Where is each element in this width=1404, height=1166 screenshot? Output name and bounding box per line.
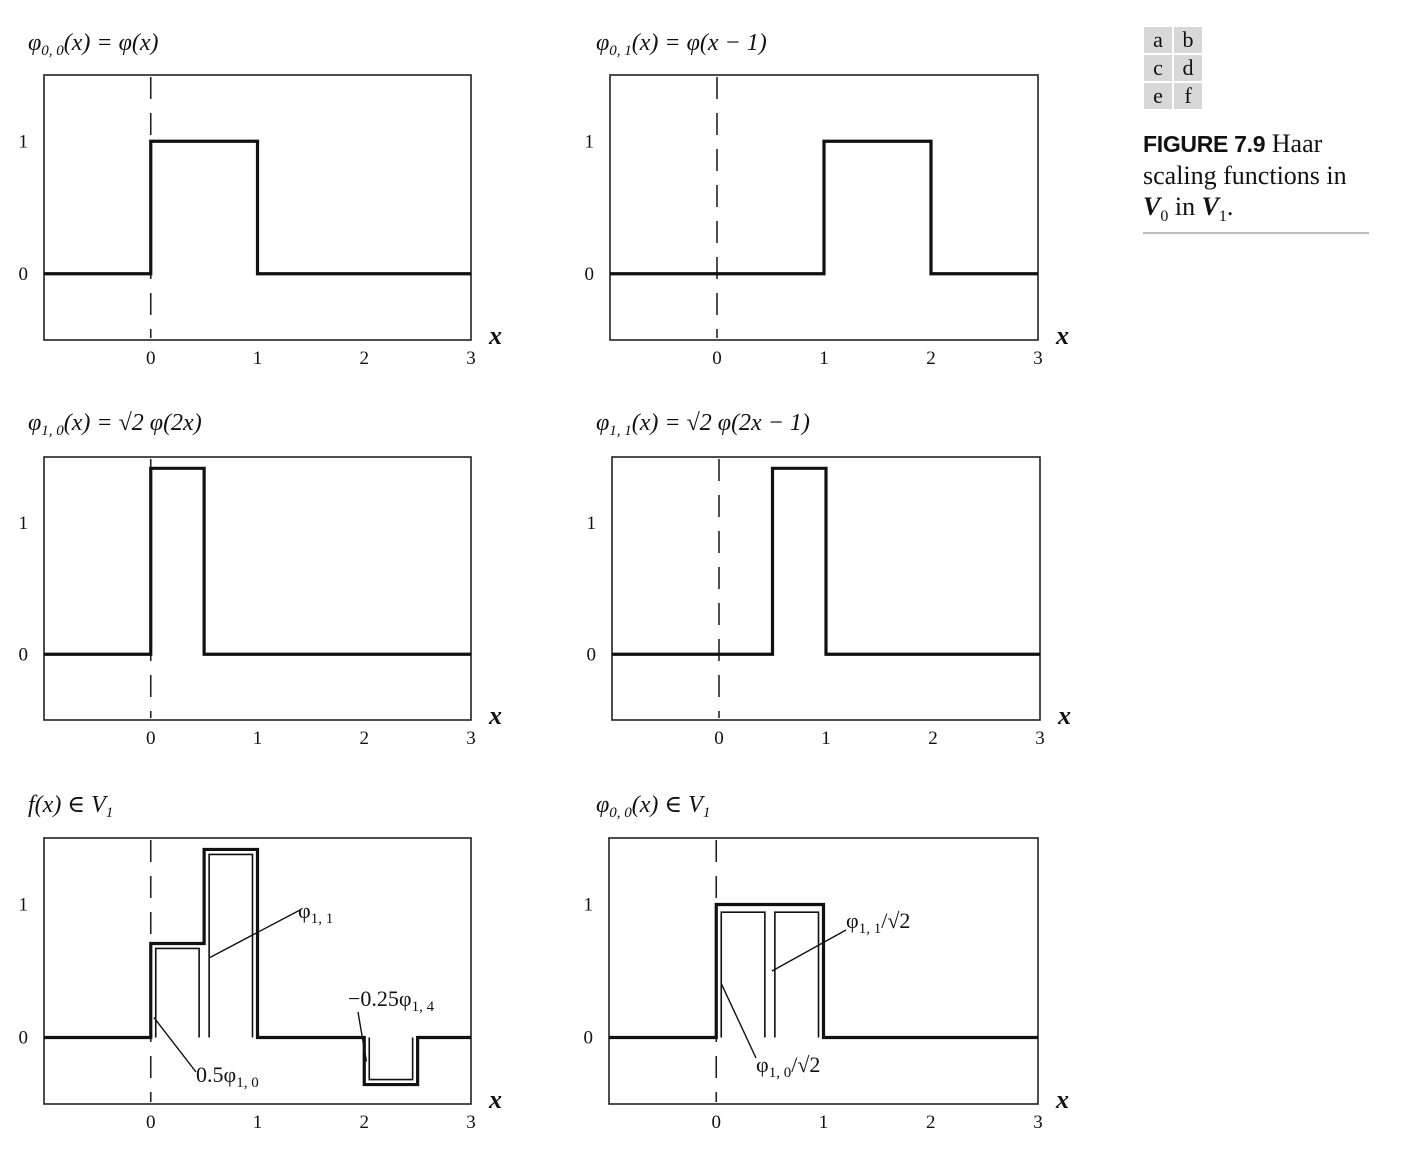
panel-a-xaxis-label: x xyxy=(488,321,502,350)
panel-e-signal-line xyxy=(44,847,471,1087)
panel-e-annotation-label: −0.25φ1, 4 xyxy=(348,986,435,1015)
panel-d-xtick-label: 0 xyxy=(714,728,724,749)
panel-d-plot-area xyxy=(611,456,1041,721)
panel-c-xtick-label: 1 xyxy=(253,728,263,749)
panel-f-ytick-label: 1 xyxy=(584,895,594,916)
panel-a-ytick-label: 0 xyxy=(19,264,29,285)
panel-e-component-0 xyxy=(154,947,200,1038)
panel-e-xtick-label: 1 xyxy=(253,1112,263,1133)
panel-f-annotation-pointer xyxy=(771,929,847,972)
panel-e-annotation-label: φ1, 1 xyxy=(298,898,333,927)
panel-d-ytick-label: 1 xyxy=(587,513,597,534)
panel-b-title: φ0, 1(x) = φ(x − 1) xyxy=(596,30,767,59)
panel-d-ytick-label: 0 xyxy=(587,644,597,665)
caption-v0-letter: V xyxy=(1143,192,1161,221)
panel-b-ytick-label: 1 xyxy=(585,131,595,152)
panel-a-xtick-label: 1 xyxy=(253,348,263,369)
panel-e: f(x) ∈ V1 0 1 2 3 0 1 x φ1, 1 −0.25φ1, 4 0.5φ1, 0 xyxy=(19,792,503,1133)
panel-f-title: φ0, 0(x) ∈ V1 xyxy=(596,792,710,821)
panel-f-annotation-label: φ1, 1/√2 xyxy=(846,908,910,937)
panel-c-xtick-label: 3 xyxy=(466,728,476,749)
panel-f-annotation-pointer xyxy=(720,984,757,1059)
panel-e-xtick-label: 3 xyxy=(466,1112,476,1133)
panel-b: φ0, 1(x) = φ(x − 1) 0 1 2 3 0 1 x xyxy=(585,30,1070,369)
panel-e-component-2 xyxy=(368,1037,414,1081)
caption-rule xyxy=(1143,232,1369,234)
panel-f-component-1 xyxy=(774,911,820,1038)
panel-e-annotation-label: 0.5φ1, 0 xyxy=(196,1062,259,1091)
panel-b-xtick-label: 1 xyxy=(819,348,829,369)
panel-f-annotation-label: φ1, 0/√2 xyxy=(756,1052,820,1081)
panel-b-signal-line xyxy=(610,139,1038,276)
panel-d-title: φ1, 1(x) = √2 φ(2x − 1) xyxy=(596,410,810,439)
panel-c-ytick-label: 0 xyxy=(19,644,29,665)
panel-c-title: φ1, 0(x) = √2 φ(2x) xyxy=(28,410,202,439)
panel-letter: b xyxy=(1174,27,1202,53)
panel-e-annotation-pointer xyxy=(153,1017,197,1073)
panel-letter: a xyxy=(1144,27,1172,53)
panel-a-xtick-label: 3 xyxy=(466,348,476,369)
panel-letter: d xyxy=(1174,55,1202,81)
panel-letter: e xyxy=(1144,83,1172,109)
panel-c-signal-line xyxy=(44,466,471,656)
caption-v1-sub: 1 xyxy=(1218,208,1227,226)
panel-f-xtick-label: 0 xyxy=(712,1112,722,1133)
panel-e-ytick-label: 1 xyxy=(19,895,29,916)
caption-v1-letter: V xyxy=(1201,192,1219,221)
figure-caption: FIGURE 7.9 Haar scaling functions in V0 … xyxy=(1143,128,1369,232)
panel-c: φ1, 0(x) = √2 φ(2x) 0 1 2 3 0 1 x xyxy=(19,410,503,749)
panel-a-xtick-label: 2 xyxy=(360,348,370,369)
panel-letter-grid: a b c d e f xyxy=(1142,25,1204,111)
panel-c-xaxis-label: x xyxy=(488,701,502,730)
panel-f-ytick-label: 0 xyxy=(584,1028,594,1049)
panel-b-ytick-label: 0 xyxy=(585,264,595,285)
panel-c-xtick-label: 2 xyxy=(360,728,370,749)
panel-d-xtick-label: 1 xyxy=(821,728,831,749)
panel-e-title: f(x) ∈ V1 xyxy=(28,792,113,821)
panel-f-xaxis-label: x xyxy=(1055,1085,1069,1114)
panel-f-xtick-label: 2 xyxy=(926,1112,936,1133)
figure-label: FIGURE 7.9 xyxy=(1143,131,1266,157)
panel-b-xtick-label: 2 xyxy=(926,348,936,369)
panel-d: φ1, 1(x) = √2 φ(2x − 1) 0 1 2 3 0 1 x xyxy=(587,410,1072,749)
panel-b-xtick-label: 0 xyxy=(712,348,722,369)
panel-d-xtick-label: 3 xyxy=(1035,728,1045,749)
panel-f: φ0, 0(x) ∈ V1 0 1 2 3 0 1 x φ1, 1/√2 φ1, 0/√2 xyxy=(584,792,1070,1133)
panel-e-annotation-pointer xyxy=(209,909,301,959)
panel-e-plot-area xyxy=(43,837,472,1105)
panel-f-plot-area xyxy=(608,837,1039,1105)
panel-b-plot-area xyxy=(609,74,1039,341)
panel-e-xtick-label: 0 xyxy=(146,1112,156,1133)
panel-b-xaxis-label: x xyxy=(1055,321,1069,350)
panel-a: φ0, 0(x) = φ(x) 0 1 2 3 0 1 x xyxy=(19,30,503,369)
caption-text-before: Haar scaling functions in xyxy=(1143,129,1347,190)
panel-a-title: φ0, 0(x) = φ(x) xyxy=(28,30,159,59)
panel-c-xtick-label: 0 xyxy=(146,728,156,749)
panel-f-signal-line xyxy=(609,902,1038,1040)
panel-f-xtick-label: 1 xyxy=(819,1112,829,1133)
panel-f-xtick-label: 3 xyxy=(1033,1112,1043,1133)
panel-c-ytick-label: 1 xyxy=(19,513,29,534)
panel-e-component-1 xyxy=(208,853,254,1038)
panel-a-plot-area xyxy=(43,74,472,341)
caption-text-middle: in xyxy=(1174,192,1196,221)
caption-text-after: . xyxy=(1226,192,1234,221)
panel-e-xaxis-label: x xyxy=(488,1085,502,1114)
panel-letter: f xyxy=(1174,83,1202,109)
panel-b-xtick-label: 3 xyxy=(1033,348,1043,369)
panel-letter: c xyxy=(1144,55,1172,81)
panel-e-xtick-label: 2 xyxy=(360,1112,370,1133)
panel-a-ytick-label: 1 xyxy=(19,131,29,152)
panel-a-signal-line xyxy=(44,139,471,276)
caption-v0-sub: 0 xyxy=(1160,208,1169,226)
panel-e-annotation-pointer xyxy=(357,1011,368,1062)
panel-c-plot-area xyxy=(43,456,472,721)
panel-f-component-0 xyxy=(720,911,766,1038)
panel-e-ytick-label: 0 xyxy=(19,1028,29,1049)
panel-d-xtick-label: 2 xyxy=(928,728,938,749)
panel-d-signal-line xyxy=(612,466,1040,656)
panel-d-xaxis-label: x xyxy=(1057,701,1071,730)
panel-a-xtick-label: 0 xyxy=(146,348,156,369)
